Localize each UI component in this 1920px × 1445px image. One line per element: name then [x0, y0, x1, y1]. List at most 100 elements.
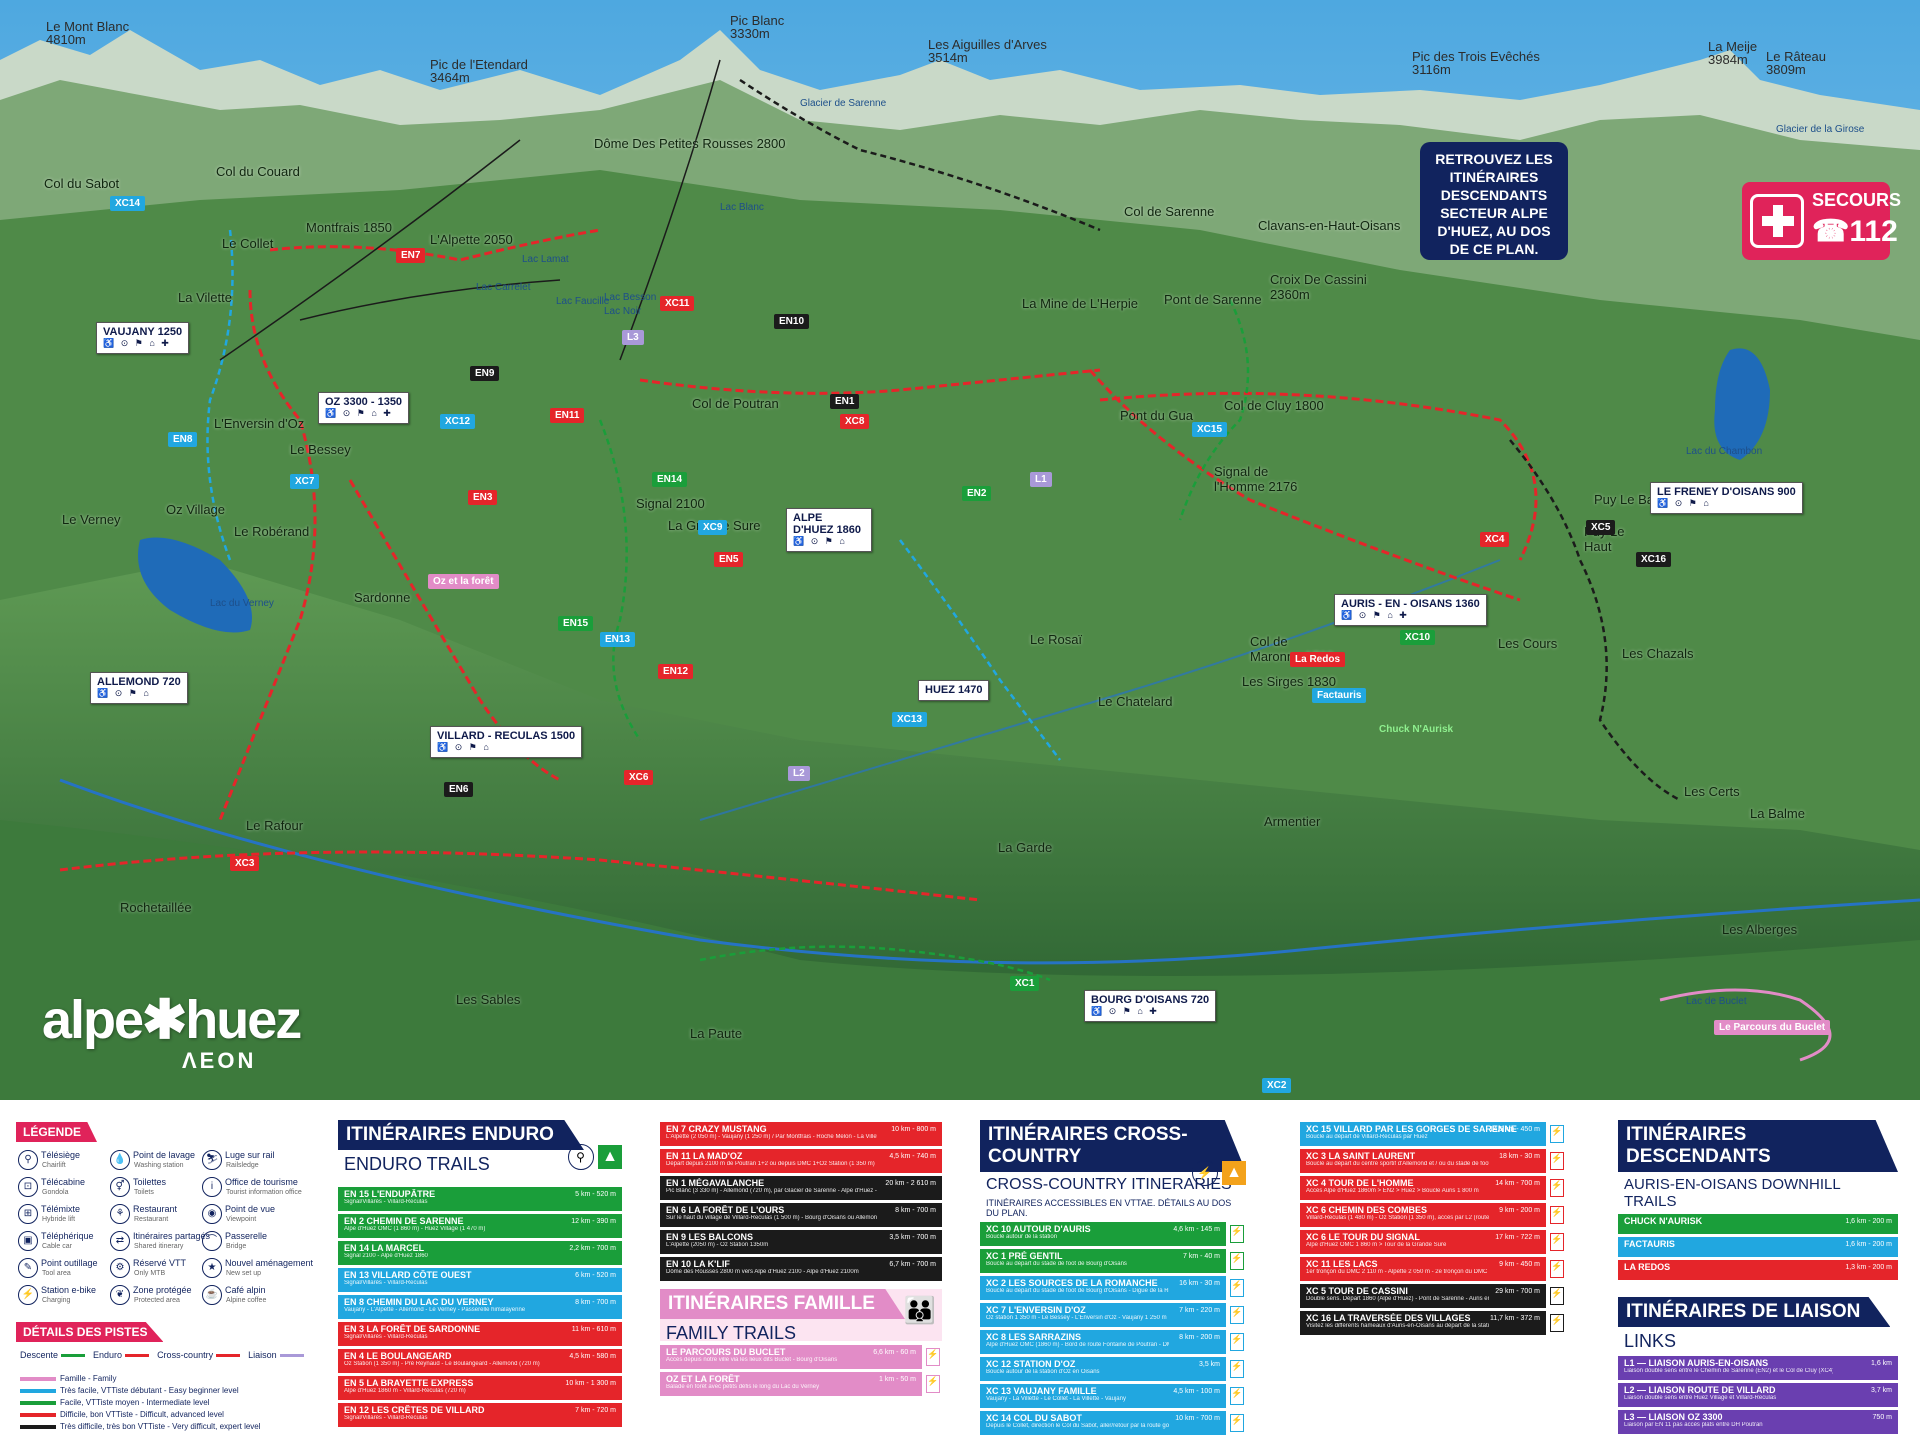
- trail-tag[interactable]: XC16: [1636, 552, 1672, 567]
- trail-tag[interactable]: XC11: [660, 296, 695, 311]
- trail-tag[interactable]: XC4: [1480, 532, 1510, 547]
- emergency-box[interactable]: SECOURS ☎112: [1742, 182, 1901, 260]
- trail-tag[interactable]: EN9: [470, 366, 500, 381]
- trail-tag[interactable]: XC8: [840, 414, 870, 429]
- trail-tag[interactable]: L2: [788, 766, 810, 781]
- trail-tag[interactable]: XC9: [698, 520, 728, 535]
- station-freney[interactable]: LE FRENEY D'OISANS 900♿ ⊙ ⚑ ⌂: [1650, 482, 1803, 514]
- trail-tag[interactable]: XC5: [1586, 520, 1616, 535]
- trail-tag[interactable]: EN12: [658, 664, 694, 679]
- trail-tag[interactable]: XC14: [110, 196, 146, 211]
- legend-label-en: Protected area: [134, 1297, 180, 1304]
- station-alpe-dhuez[interactable]: ALPE D'HUEZ 1860♿ ⊙ ⚑ ⌂: [786, 508, 872, 552]
- trail-tag[interactable]: EN2: [962, 486, 992, 501]
- trail-tag[interactable]: EN5: [714, 552, 744, 567]
- trail-name: EN 2 CHEMIN DE SARENNE: [344, 1216, 464, 1226]
- logo-brand: alpe✱huez: [42, 990, 302, 1050]
- trail-tag[interactable]: EN6: [444, 782, 474, 797]
- station-vaujany[interactable]: VAUJANY 1250♿ ⊙ ⚑ ⌂ ✚: [96, 322, 190, 354]
- poi-oz-et-la-foret[interactable]: Oz et la forêt: [428, 574, 499, 589]
- trail-tag[interactable]: EN8: [168, 432, 198, 447]
- trail-tag[interactable]: L3: [622, 330, 644, 345]
- trail-tag[interactable]: XC3: [230, 856, 260, 871]
- trail-tag[interactable]: EN14: [652, 472, 688, 487]
- emergency-number[interactable]: ☎112: [1812, 214, 1898, 249]
- trail-tag[interactable]: EN13: [600, 632, 636, 647]
- poi-la-redos[interactable]: La Redos: [1290, 652, 1346, 667]
- trail-tag[interactable]: EN1: [830, 394, 860, 409]
- poi-factauris[interactable]: Factauris: [1312, 688, 1367, 703]
- poi-parcours-buclet[interactable]: Le Parcours du Buclet: [1714, 1020, 1831, 1035]
- trail-tag[interactable]: XC2: [1262, 1078, 1292, 1093]
- trail-tag[interactable]: EN3: [468, 490, 498, 505]
- trail-tag[interactable]: XC12: [440, 414, 476, 429]
- trail-tag[interactable]: EN10: [774, 314, 810, 329]
- trail-tag[interactable]: XC7: [290, 474, 320, 489]
- trail-tag[interactable]: EN11: [550, 408, 585, 423]
- station-allemond[interactable]: ALLEMOND 720♿ ⊙ ⚑ ⌂: [90, 672, 188, 704]
- station-huez[interactable]: HUEZ 1470: [918, 680, 990, 701]
- trail-tag[interactable]: XC6: [624, 770, 654, 785]
- trail-tag[interactable]: L1: [1030, 472, 1052, 487]
- legend-label-en: Bridge: [226, 1243, 247, 1250]
- ebike-icon: ⚡: [1550, 1233, 1564, 1251]
- place-label: Signal de l'Homme 2176: [1214, 464, 1298, 494]
- trail-tag[interactable]: EN15: [558, 616, 594, 631]
- trail-tag[interactable]: XC15: [1192, 422, 1228, 437]
- station-auris[interactable]: AURIS - EN - OISANS 1360♿ ⊙ ⚑ ⌂ ✚: [1334, 594, 1487, 626]
- trail-name: LA REDOS: [1624, 1262, 1671, 1272]
- trail-tag[interactable]: EN7: [396, 248, 426, 263]
- trail-tag[interactable]: XC13: [892, 712, 928, 727]
- trail-stats: 16 km - 30 m: [1179, 1280, 1220, 1287]
- logo-partner: ΛEON: [182, 1048, 257, 1073]
- poi-chuck-naurisk[interactable]: Chuck N'Aurisk: [1379, 724, 1454, 735]
- trail-tag[interactable]: XC1: [1010, 976, 1040, 991]
- station-bourg-doisans[interactable]: BOURG D'OISANS 720♿ ⊙ ⚑ ⌂ ✚: [1084, 990, 1217, 1022]
- trail-stats: 4,5 km - 100 m: [1173, 1388, 1220, 1395]
- trail-tag[interactable]: XC10: [1400, 630, 1436, 645]
- station-villard-reculas[interactable]: VILLARD - RECULAS 1500♿ ⊙ ⚑ ⌂: [430, 726, 583, 758]
- station-oz[interactable]: OZ 3300 - 1350♿ ⊙ ⚑ ⌂ ✚: [318, 392, 410, 424]
